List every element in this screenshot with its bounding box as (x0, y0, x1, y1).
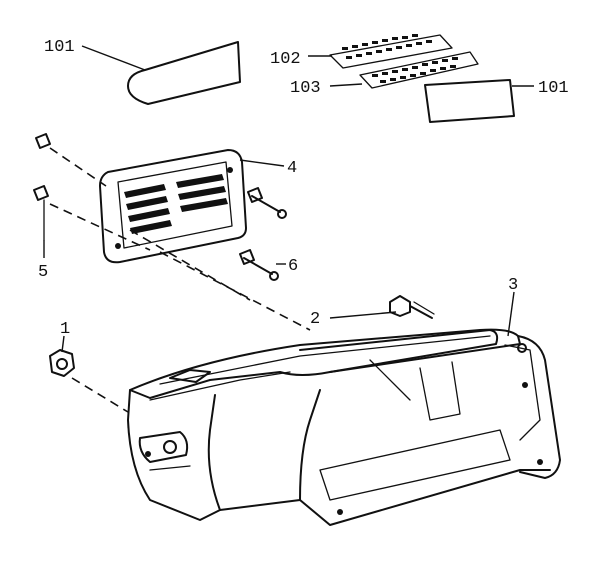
callout-5: 5 (38, 263, 48, 282)
callout-103: 103 (290, 79, 321, 98)
label-101-left (127, 41, 241, 105)
callout-6: 6 (288, 257, 298, 276)
nut-1 (49, 349, 75, 377)
label-101-right (424, 79, 515, 123)
callout-102: 102 (270, 50, 301, 69)
callout-3: 3 (508, 276, 518, 295)
bolt-2 (389, 295, 435, 319)
grille-cover-4 (99, 149, 247, 264)
leader-lines (43, 45, 534, 353)
housing-3 (127, 328, 561, 526)
plate-103 (359, 51, 479, 89)
callout-labels: 101 102 103 101 4 5 6 1 2 3 (38, 38, 569, 339)
explode-lines (49, 147, 311, 413)
callout-1: 1 (60, 320, 70, 339)
screw-6 (239, 249, 279, 281)
callout-4: 4 (287, 159, 297, 178)
callout-2: 2 (310, 310, 320, 329)
screw-5 (33, 133, 51, 241)
screw-4 (247, 187, 287, 219)
callout-101-left: 101 (44, 38, 75, 57)
plate-102 (329, 34, 453, 69)
callout-101-right: 101 (538, 79, 569, 98)
